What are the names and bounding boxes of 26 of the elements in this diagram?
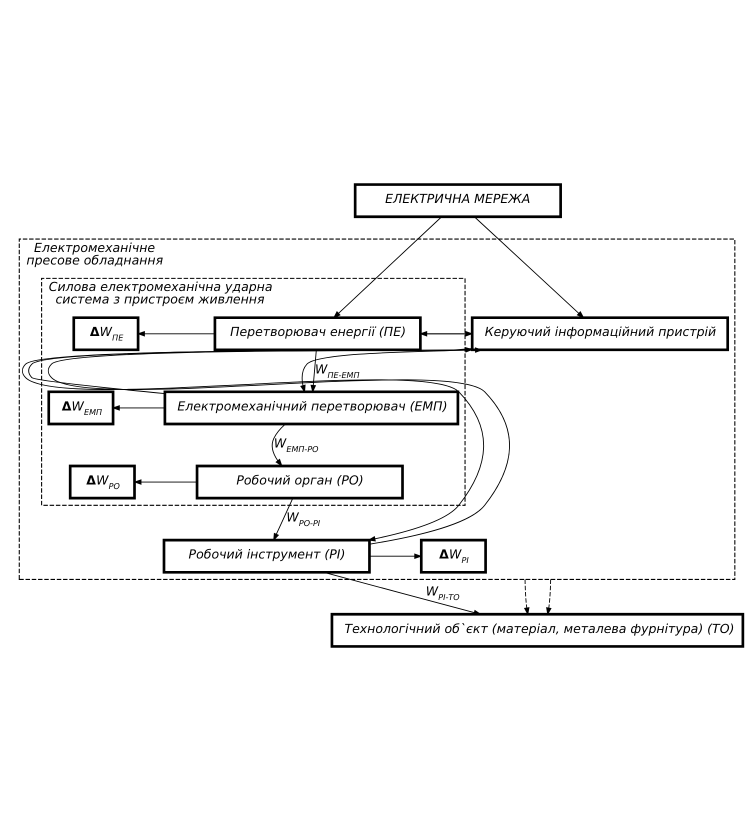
arrow [524, 578, 530, 616]
node-box: Керуючий інформаційний пристрій [470, 316, 730, 352]
edge-label: W$_{ЕМП-РО}$ [274, 435, 318, 454]
node-box: ЕЛЕКТРИЧНА МЕРЕЖА [354, 183, 562, 218]
arrow [332, 216, 442, 319]
node-box: Робочий інструмент (РІ) [162, 538, 371, 574]
edge-label: W$_{РІ-ТО}$ [426, 584, 460, 602]
arrow [273, 498, 294, 542]
node-box: Технологічний об`єкт (матеріал, металева фурнітура) (ТО) [330, 612, 744, 648]
node-box: ΔW$_{РІ}$ [420, 538, 487, 574]
arrow [272, 424, 286, 467]
edge-label: W$_{ПЕ-ЕМП}$ [314, 361, 360, 380]
edge-label: W$_{РО-РІ}$ [286, 510, 320, 528]
arrow [310, 350, 317, 394]
node-box: ΔW$_{ПЕ}$ [72, 316, 140, 352]
node-box: ΔW$_{ЕМП}$ [47, 390, 114, 426]
node-box: Робочий орган (РО) [196, 464, 404, 500]
node-box: Електромеханічний перетворювач (ЕМП) [164, 390, 460, 426]
node-box: ΔW$_{РО}$ [68, 464, 136, 500]
node-box: Перетворювач енергії (ПЕ) [214, 316, 422, 352]
arrow [369, 553, 422, 560]
arrow [546, 578, 552, 616]
arrow [133, 479, 198, 485]
arrow [136, 330, 216, 337]
arrow [112, 405, 166, 411]
arrow [474, 216, 584, 319]
